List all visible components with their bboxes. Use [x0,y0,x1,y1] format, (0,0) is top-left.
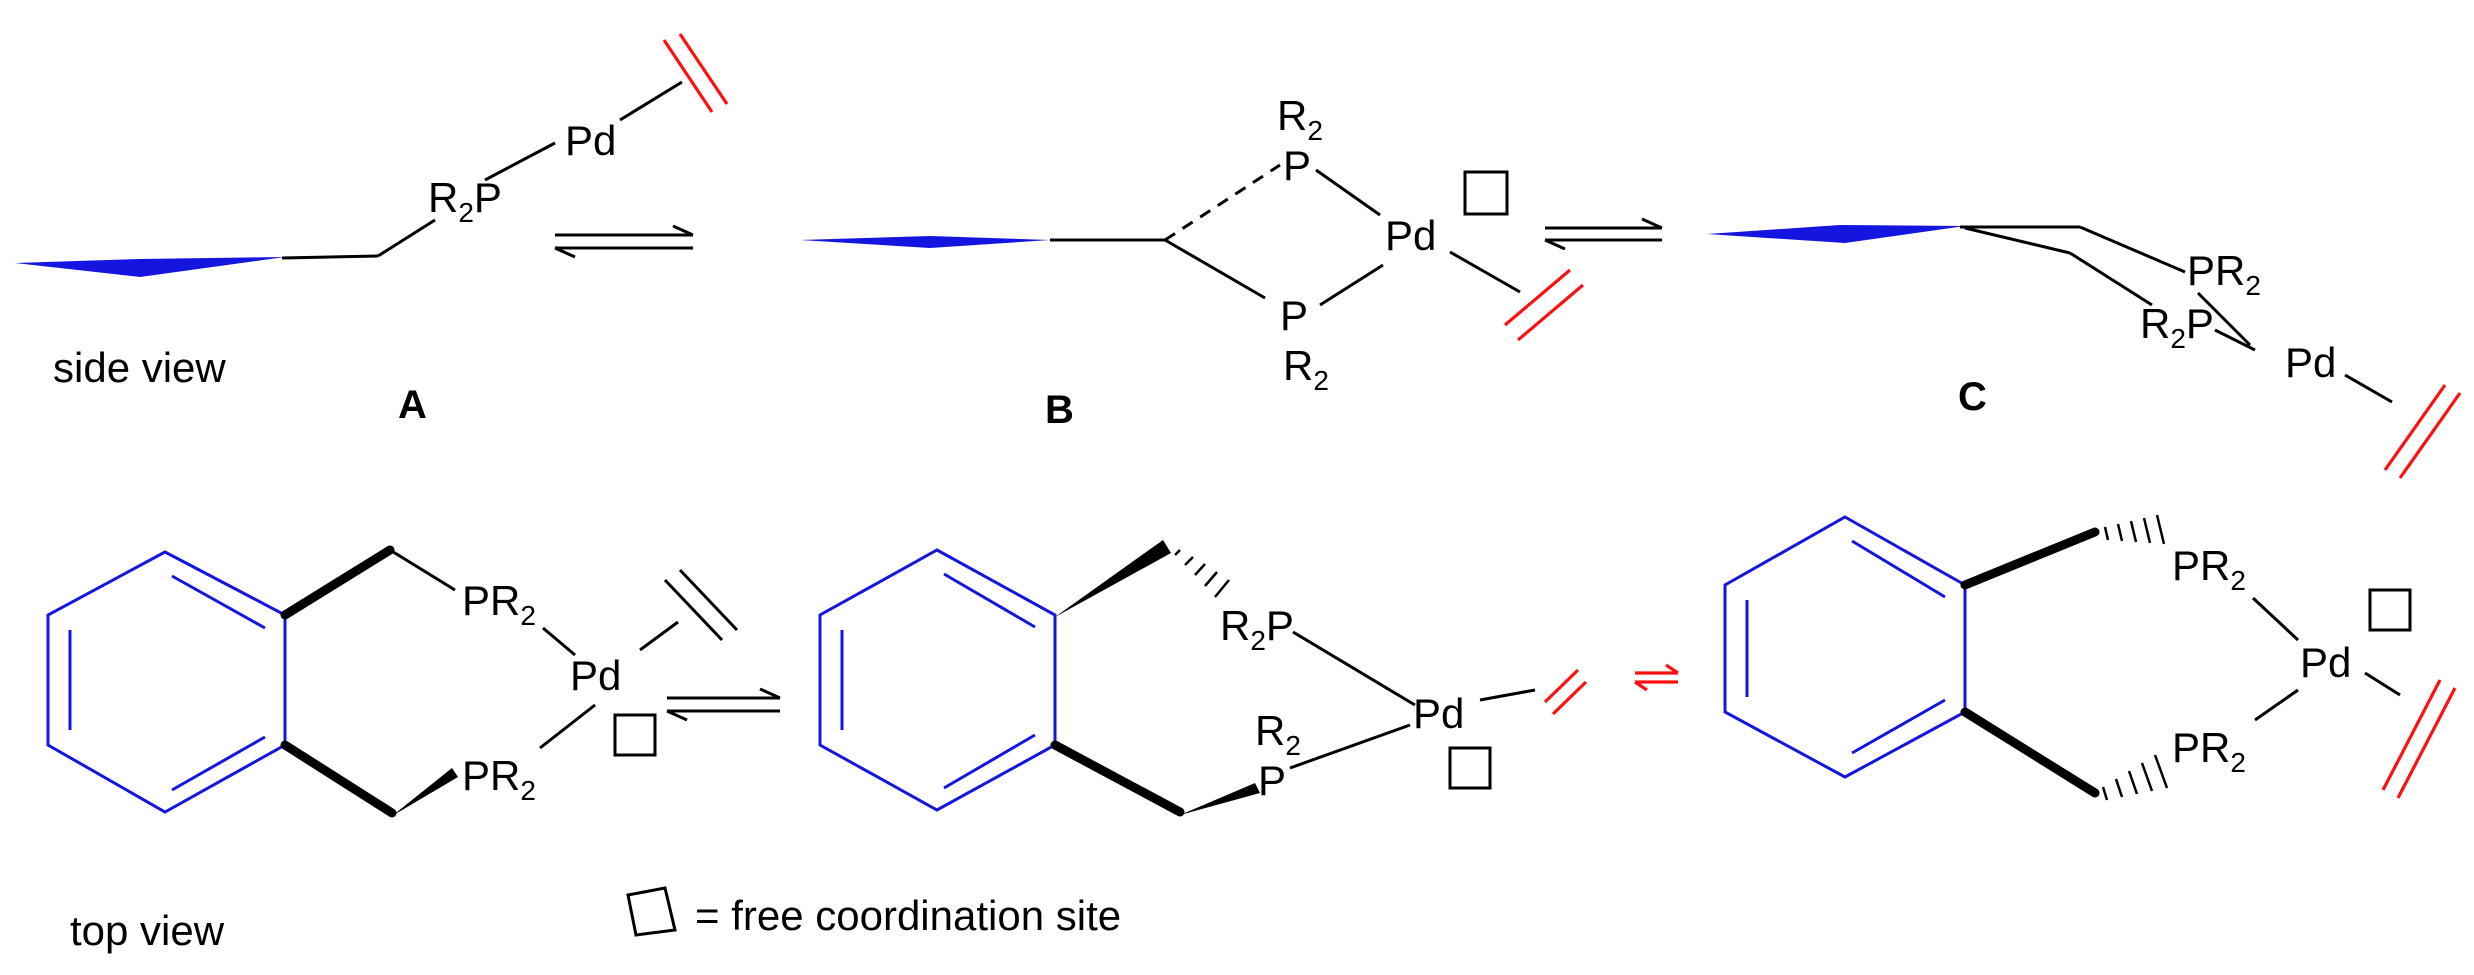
equilibrium-arrow-23 [1634,663,1679,692]
structure-c-side: PR2 R2P Pd C [1707,225,2462,479]
free-site-icon [2368,588,2412,632]
pd-label: Pd [570,652,621,699]
alkene-icon [2381,679,2442,791]
svg-text:R2P: R2P [1220,602,1294,656]
svg-text:P: P [1258,757,1286,804]
side-view-label: side view [53,344,226,391]
svg-text:R2: R2 [1255,707,1301,761]
top-view-label: top view [70,907,225,954]
svg-text:P: P [1280,292,1308,339]
structure-a-side: R2P Pd side view A [15,33,729,427]
structure-b-side: R2 P Pd P R2 B [800,92,1585,432]
structure-1-top: PR2 Pd PR2 [46,545,739,818]
pd-label: Pd [565,117,616,164]
svg-text:R2: R2 [1283,342,1329,396]
benzene-ring [46,550,287,814]
alkene-icon [1543,668,1580,704]
svg-text:R2P: R2P [2140,300,2214,354]
svg-text:PR2: PR2 [2172,542,2246,596]
equilibrium-arrow-12 [666,687,781,722]
legend-text: = free coordination site [695,892,1121,939]
caption-a: A [398,383,427,427]
free-site-icon [626,886,677,937]
pd-label: Pd [2285,339,2336,386]
alkene-icon [1503,268,1572,327]
caption-b: B [1045,388,1074,432]
alkene-icon [2383,384,2447,471]
svg-text:R2P: R2P [428,174,502,228]
equilibrium-arrow-ab [554,224,694,259]
free-site-icon [1448,746,1492,790]
legend: = free coordination site [626,886,1121,939]
svg-text:PR2: PR2 [2172,724,2246,778]
structure-3-top: PR2 Pd PR2 [1723,514,2457,801]
caption-c: C [1958,375,1987,419]
svg-text:PR2: PR2 [462,752,536,806]
free-site-icon [613,713,657,757]
svg-text:P: P [1283,142,1311,189]
arene-edge-wedge [15,257,285,277]
pd-label: Pd [1413,690,1464,737]
svg-text:PR2: PR2 [2187,247,2261,301]
structure-2-top: R2P Pd R2 P [818,540,1588,817]
svg-text:PR2: PR2 [462,577,536,631]
pd-label: Pd [2300,639,2351,686]
pd-label: Pd [1385,212,1436,259]
svg-text:R2: R2 [1277,92,1323,146]
alkene-icon [662,39,714,113]
equilibrium-arrow-bc [1544,217,1663,251]
hashed-bond [1174,549,1230,598]
free-site-icon [1463,170,1509,216]
